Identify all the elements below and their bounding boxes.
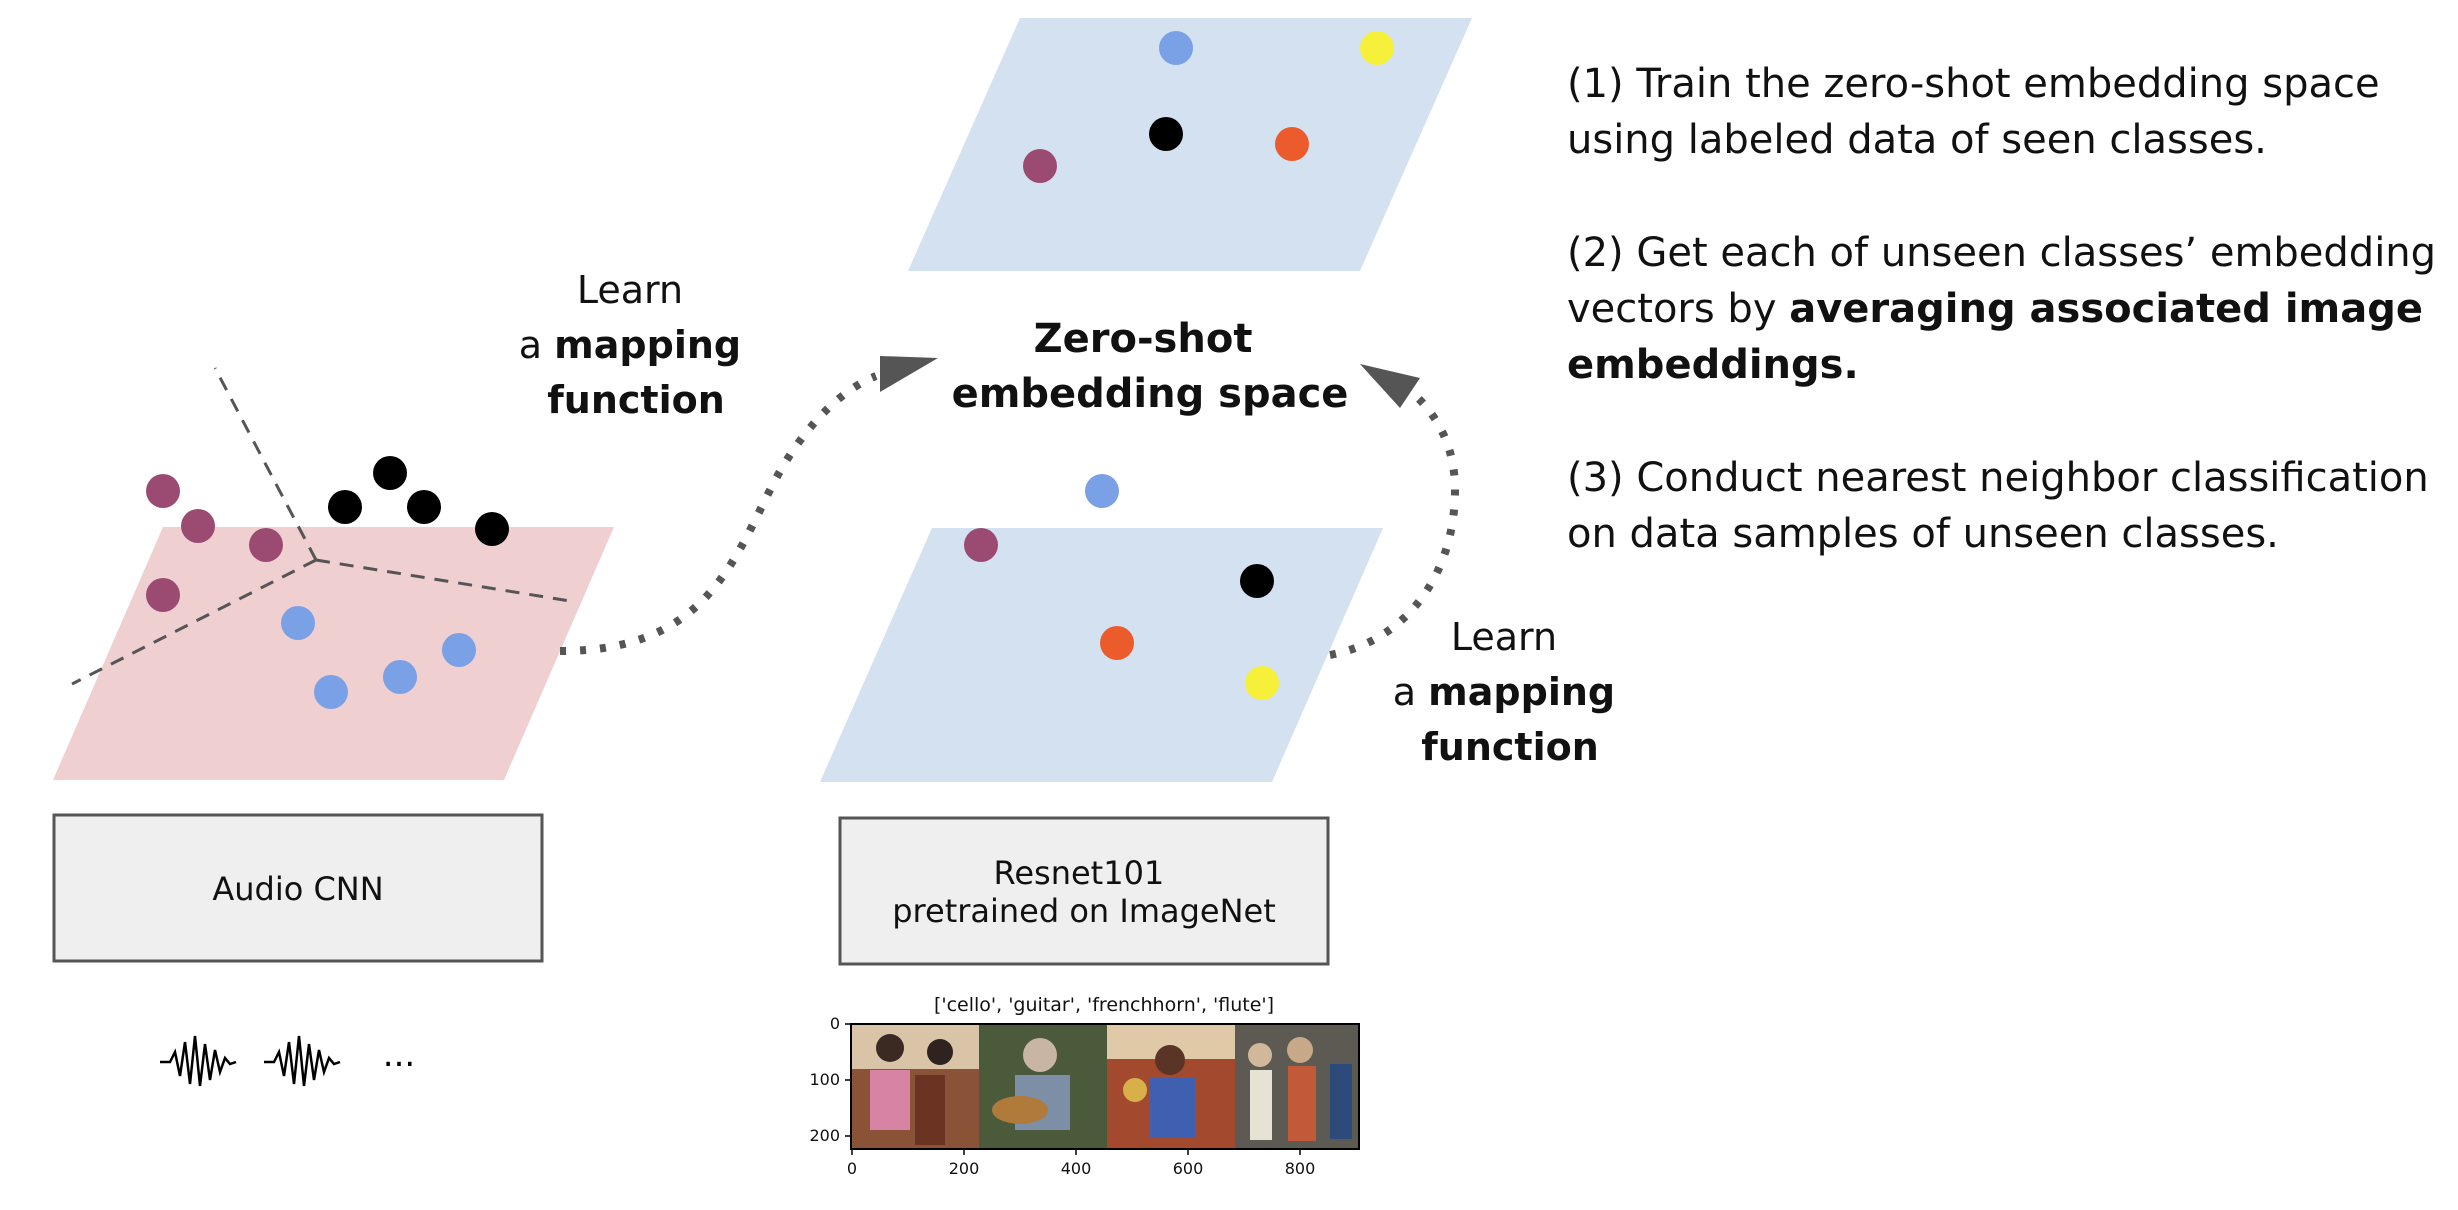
mapping-label-right: Learn a mapping function [1393, 615, 1627, 769]
embedding-point [1149, 117, 1183, 151]
embedding-point [1085, 474, 1119, 508]
resnet-rect [838, 816, 1330, 966]
embedding-point [314, 675, 348, 709]
embedding-point [1275, 127, 1309, 161]
embedding-point [475, 512, 509, 546]
mapping-label-left: Learn a mapping function [519, 268, 753, 422]
step-2-text: (2) Get each of unseen classes’ embeddin… [1567, 230, 2437, 332]
photo-collage [851, 1024, 1359, 1149]
image-strip-plot: ['cello', 'guitar', 'frenchhorn', 'flute… [809, 994, 1360, 1178]
embedding-point [328, 490, 362, 524]
embedding-point [1159, 31, 1193, 65]
waveform-icon [160, 1035, 237, 1087]
arrowhead [1360, 364, 1420, 408]
embedding-point [1023, 149, 1057, 183]
step-3: (3) Conduct nearest neighbor classificat… [1567, 455, 2429, 557]
boundary-line [315, 558, 571, 603]
embedding-point [1240, 564, 1274, 598]
resnet-box: Resnet101 pretrained on ImageNet [838, 816, 1330, 966]
x-axis: 0 200 400 600 800 [847, 1149, 1315, 1178]
mapping-arrow-right [1329, 364, 1460, 659]
waveform-icon [264, 1035, 341, 1087]
audio-embedding-plane [53, 367, 614, 780]
boundary-line [71, 558, 317, 686]
zero-shot-plane-shape [908, 18, 1472, 271]
x-tick-label: 400 [1061, 1159, 1092, 1178]
embedding-point [407, 490, 441, 524]
embedding-point [373, 456, 407, 490]
embedding-point [146, 474, 180, 508]
dotted-curve [559, 372, 878, 655]
y-axis: 0 100 200 [809, 1014, 851, 1145]
plot-frame [850, 1023, 1360, 1150]
y-tick-label: 200 [809, 1126, 840, 1145]
y-tick-label: 100 [809, 1070, 840, 1089]
zero-shot-embedding-plane [908, 18, 1472, 271]
boundary-line [213, 367, 318, 561]
decision-boundaries [71, 367, 571, 686]
embedding-point [281, 606, 315, 640]
audio-plane-shape [53, 527, 614, 780]
embedding-point [146, 578, 180, 612]
step-2-bold: averaging associated image embeddings. [1567, 286, 2423, 388]
embedding-point [442, 633, 476, 667]
x-tick-label: 800 [1285, 1159, 1316, 1178]
audio-cnn-rect [52, 813, 544, 963]
x-tick-label: 0 [847, 1159, 857, 1178]
resnet-label: Resnet101 pretrained on ImageNet [892, 854, 1276, 930]
mapping-arrow-left [559, 356, 938, 655]
embedding-point [1360, 31, 1394, 65]
embedding-point [1100, 626, 1134, 660]
image-embedding-plane [820, 474, 1383, 782]
waveform-ellipsis: ... [383, 1035, 415, 1075]
dotted-curve [1329, 395, 1460, 659]
audio-cnn-label: Audio CNN [212, 870, 383, 908]
image-plane-shape [820, 528, 1383, 782]
audio-waveforms: ... [160, 1035, 415, 1087]
y-tick-label: 0 [830, 1014, 840, 1033]
embedding-point [1245, 666, 1279, 700]
zero-shot-label: Zero-shot embedding space [952, 316, 1349, 417]
x-tick-label: 600 [1173, 1159, 1204, 1178]
audio-cnn-box: Audio CNN [52, 813, 544, 963]
embedding-point [383, 660, 417, 694]
embedding-point [964, 528, 998, 562]
step-2: (2) Get each of unseen classes’ embeddin… [1567, 225, 2447, 393]
image-strip-title: ['cello', 'guitar', 'frenchhorn', 'flute… [934, 994, 1274, 1016]
step-1: (1) Train the zero-shot embedding space … [1567, 61, 2380, 163]
arrowhead [880, 356, 938, 392]
steps-list: (1) Train the zero-shot embedding space … [1567, 56, 2447, 619]
x-tick-label: 200 [949, 1159, 980, 1178]
embedding-point [181, 509, 215, 543]
embedding-point [249, 528, 283, 562]
